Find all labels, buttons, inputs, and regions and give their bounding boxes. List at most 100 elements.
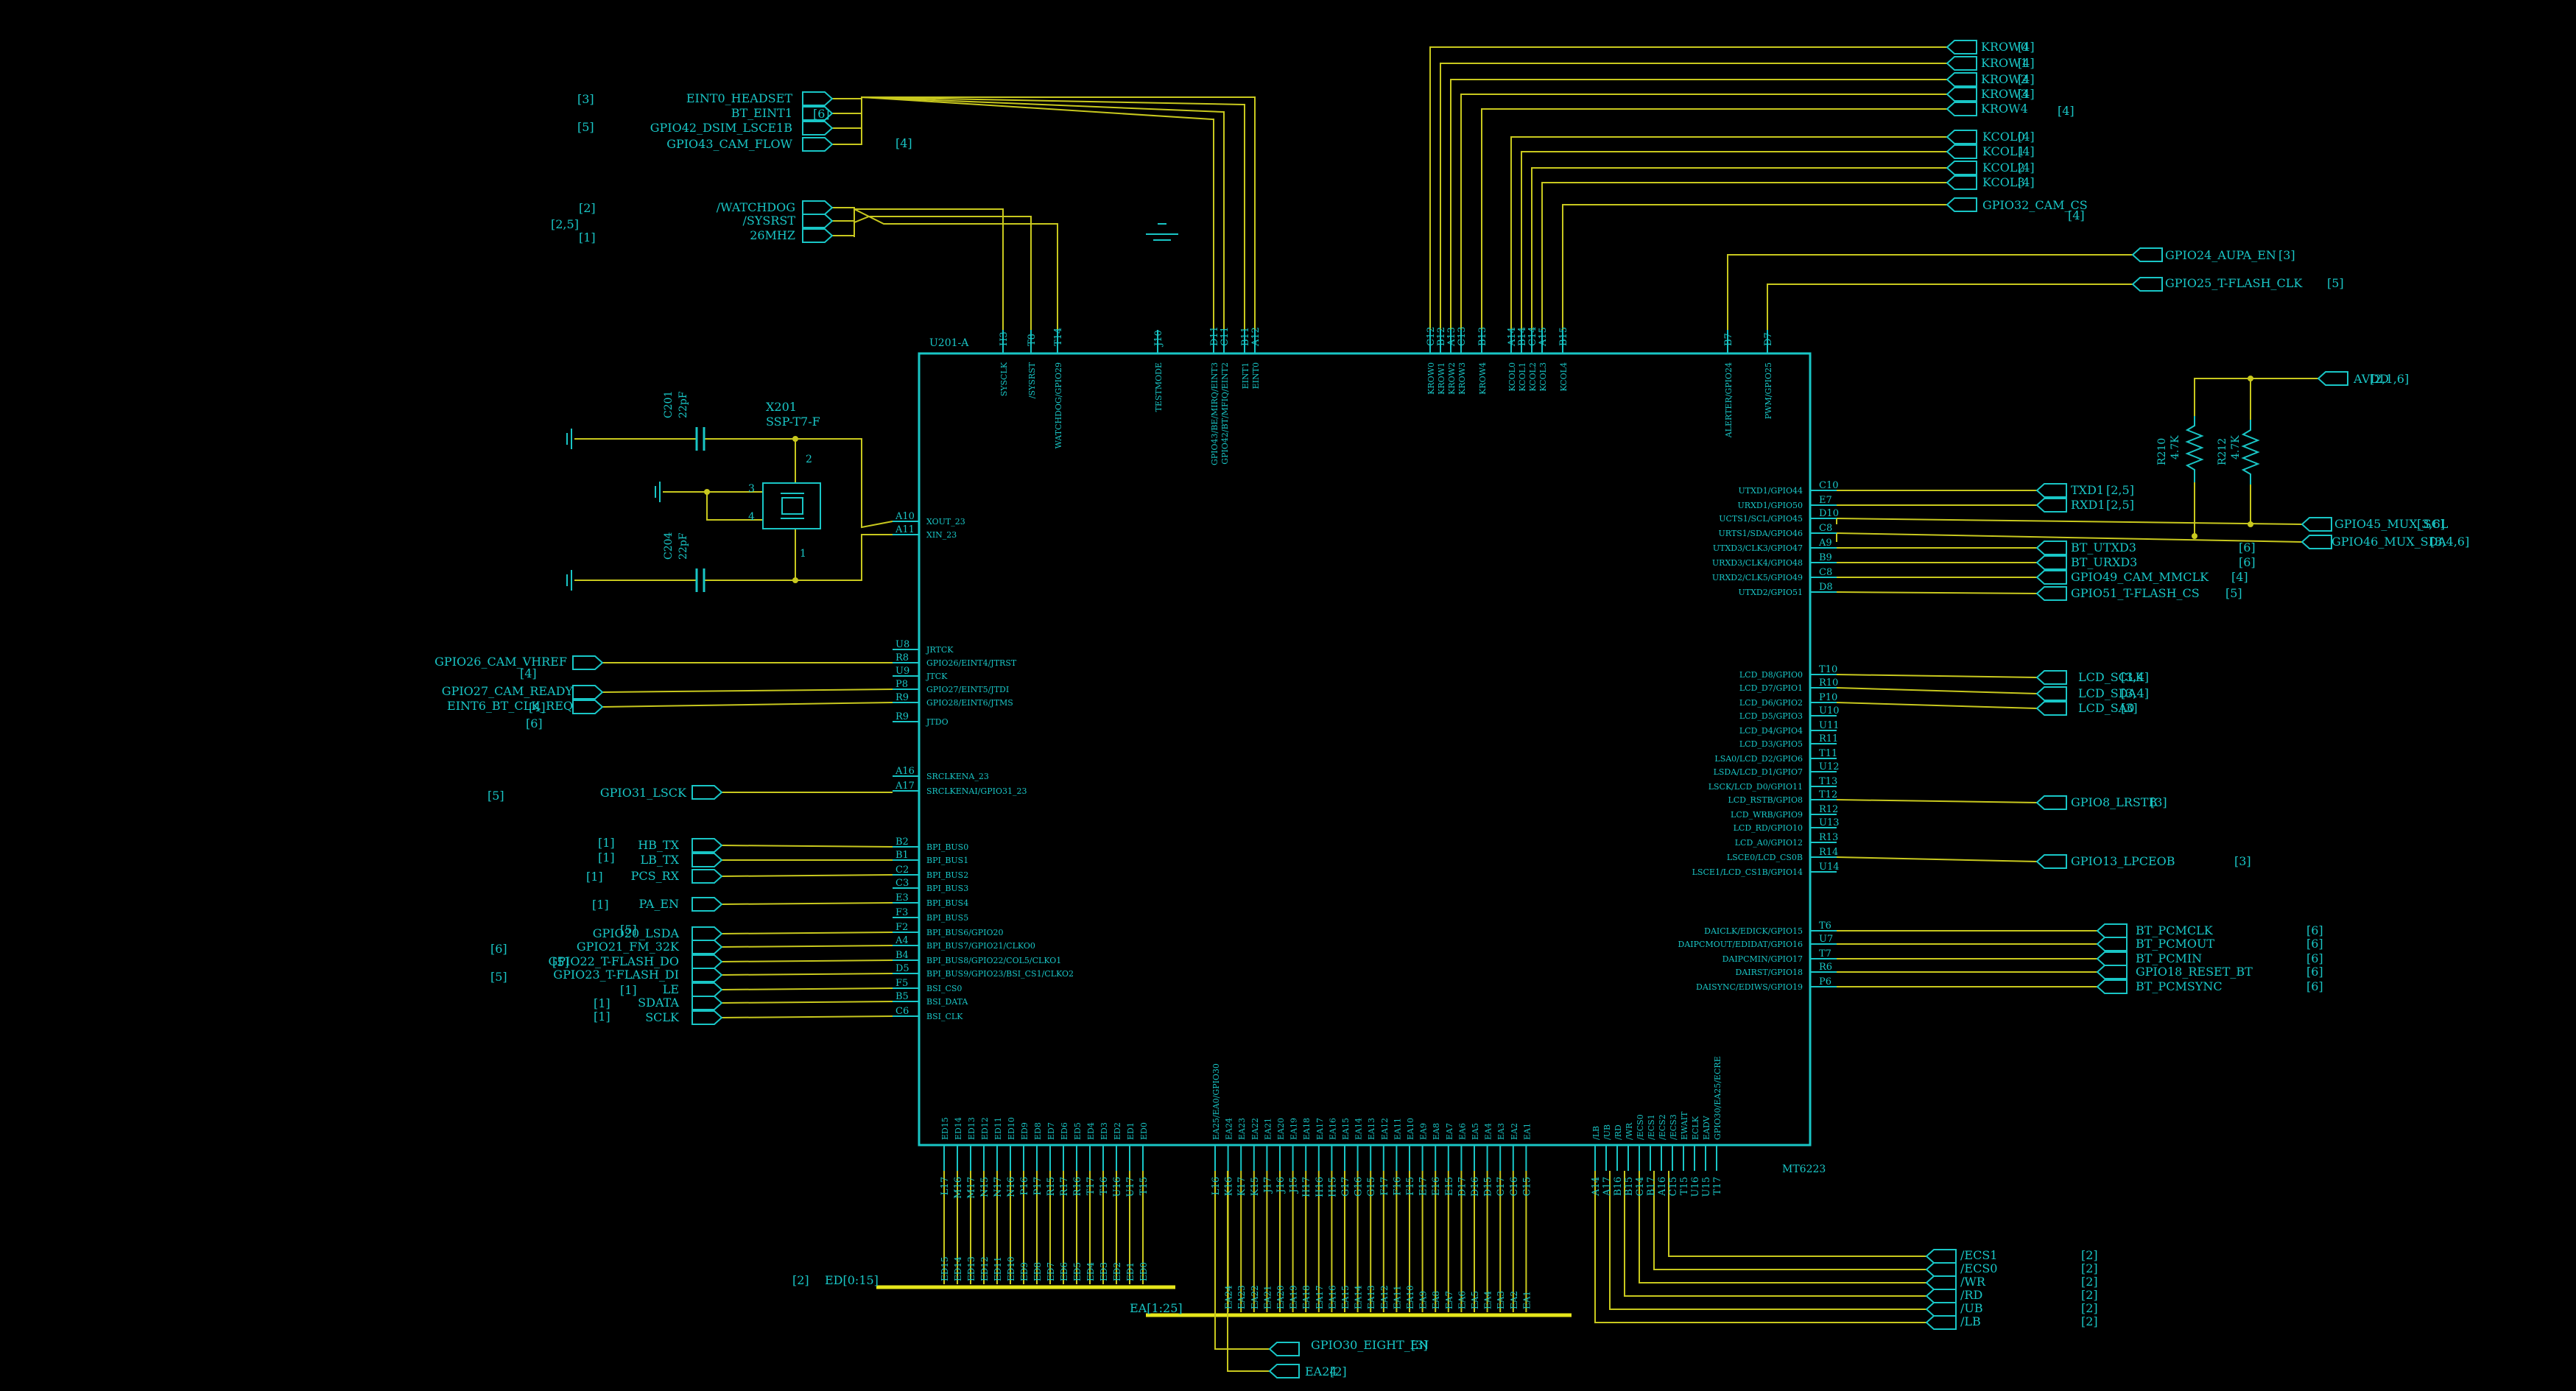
right-pin-ball: U7 [1819,934,1833,945]
ea-pin-name: EA18 [1302,1118,1312,1140]
ea-pin-ball: J15 [1289,1177,1300,1194]
top-pin-name: KROW4 [1478,362,1488,395]
right-pin-name: DAISYNC/EDIWS/GPIO19 [1696,982,1803,992]
right-pin-name: LCD_D4/GPIO4 [1739,726,1803,736]
right-pin-name: LCD_RD/GPIO10 [1734,823,1803,833]
ed-pin-name: ED14 [954,1117,963,1140]
port-right [2096,937,2128,951]
ea-pin-name: EA23 [1237,1118,1247,1140]
sys-wire [832,207,1058,330]
port-kcol [1946,175,1977,190]
ea-pin-ball: D15 [1483,1177,1494,1197]
net-label-ctrl: /UB [1960,1301,1983,1315]
right-pin-name: UTXD2/GPIO51 [1738,588,1803,597]
net-label-left: /WATCHDOG [717,200,795,214]
ea-pin-ball: E15 [1444,1177,1455,1196]
right-net-wire [1836,687,2038,694]
port-right [2301,535,2332,549]
ea-pin-ball: E17 [1418,1177,1429,1196]
cap-c201-ref: C201 [663,391,675,418]
right-pin-ball: C8 [1819,567,1832,578]
port-kcol [1946,144,1977,159]
right-pin-name: LCD_A0/GPIO12 [1735,838,1803,848]
ctrl-pin-ball: B16 [1613,1177,1624,1196]
ea-pin-ball: J16 [1275,1177,1287,1194]
ctrl-pin-name: /ECS0 [1636,1114,1645,1140]
left-pin-name: SRCLKENA_23 [926,772,989,781]
port-left [572,685,604,700]
net-ref: [6] [2239,555,2256,569]
port-left [802,214,834,228]
ed-wire-label: ED14 [953,1256,963,1281]
right-pin-ball: T10 [1819,664,1837,675]
left-pin-name: JRTCK [926,645,954,655]
bpi-wire [721,1001,893,1004]
kcol-wire [1510,136,1947,330]
ea-pin-ball: H17 [1301,1177,1312,1197]
port-left [691,838,723,853]
port-left [691,982,723,997]
net-ref: [4] [2018,175,2035,189]
left-pin-ball: A16 [895,766,915,777]
left-pin-ball: R9 [895,692,909,703]
ctrl-wire [1639,1171,1926,1283]
net-ref: [6] [2306,923,2323,937]
net-label-left: 26MHZ [750,228,795,242]
net-label-krow: KROW2 [1981,72,2028,86]
left-pin-name: BPI_BUS5 [926,913,968,923]
top-pin-ball: C14 [1527,327,1538,347]
ea-wire-label: EA2 [1509,1291,1519,1309]
ed-pin-name: ED10 [1007,1117,1016,1140]
net-label-left: EINT6_BT_CLK_REQ [447,699,573,713]
ctrl-pin-ball: C14 [1635,1177,1646,1197]
top-pin-name: KROW3 [1457,362,1467,395]
ctrl-pin-ball: A14 [1591,1177,1602,1197]
cam-cs-wire [1562,204,1947,330]
ed-pin-ball: M16 [953,1177,964,1199]
sys-wire [832,216,1032,330]
ea-wire-label: EA18 [1301,1285,1312,1309]
net-ref: [6] [526,716,543,730]
ea-pin-ball: G17 [1340,1177,1351,1197]
crystal-pin-4: 4 [748,511,755,523]
top-pin-name: GPIO43/BE/MIRQ/EINT3 [1210,362,1220,465]
net-label-left: GPIO26_CAM_VHREF [434,655,567,669]
right-pin-ball: A9 [1818,538,1832,549]
net-label-gpio30: GPIO30_EIGHT_EN [1311,1338,1429,1352]
net-ref: [2] [2081,1288,2098,1302]
bpi-wire [721,902,893,905]
ea-pin-name: EA14 [1354,1118,1364,1140]
net-ref: [2,5] [2106,498,2134,512]
ed-pin-name: ED7 [1046,1122,1056,1140]
top-pin-ball: B14 [1517,327,1528,346]
net-label-ea-bus: EA[1:25] [1130,1301,1183,1315]
left-pin-name: XIN_23 [926,530,957,540]
ea-pin-name: EA16 [1328,1118,1337,1140]
net-label-right: BT_PCMSYNC [2136,979,2223,993]
top-pin-ball: C13 [1457,327,1468,347]
net-label-left: EINT0_HEADSET [686,91,793,105]
port-left [802,91,834,106]
ea-pin-name: EA15 [1341,1118,1351,1140]
right-pin-name: UCTS1/SCL/GPIO45 [1719,514,1803,524]
ea24-wire [1227,1171,1270,1372]
net-ref: [4] [2018,144,2035,158]
ea-pin-name: EA21 [1263,1118,1273,1140]
right-pin-name: LCD_D7/GPIO1 [1739,683,1803,693]
bpi-wire [721,987,893,990]
net-label-right: LCD_SA0 [2078,701,2134,715]
top-pin-ball: A15 [1538,327,1549,347]
junction [2248,376,2253,381]
ctrl-pin-ball: T15 [1679,1177,1690,1195]
port-right [2035,586,2067,601]
net-label-ctrl: /WR [1960,1275,1986,1289]
left-pin-name: BPI_BUS9/GPIO23/BSI_CS1/CLKO2 [926,969,1074,979]
ed-pin-name: ED8 [1033,1122,1043,1140]
chip-pins: H3SYSCLKT8/SYSRSTT14WATCHDOG/GPIO29J10TE… [893,326,1840,1199]
port-krow [1946,87,1977,102]
net-ref: [5] [2327,276,2344,290]
resistor-r210-ref: R210 [2156,438,2168,465]
ed-pin-ball: R15 [1046,1177,1057,1196]
port-right [2096,979,2128,994]
net-label-right: BT_PCMIN [2136,951,2202,965]
